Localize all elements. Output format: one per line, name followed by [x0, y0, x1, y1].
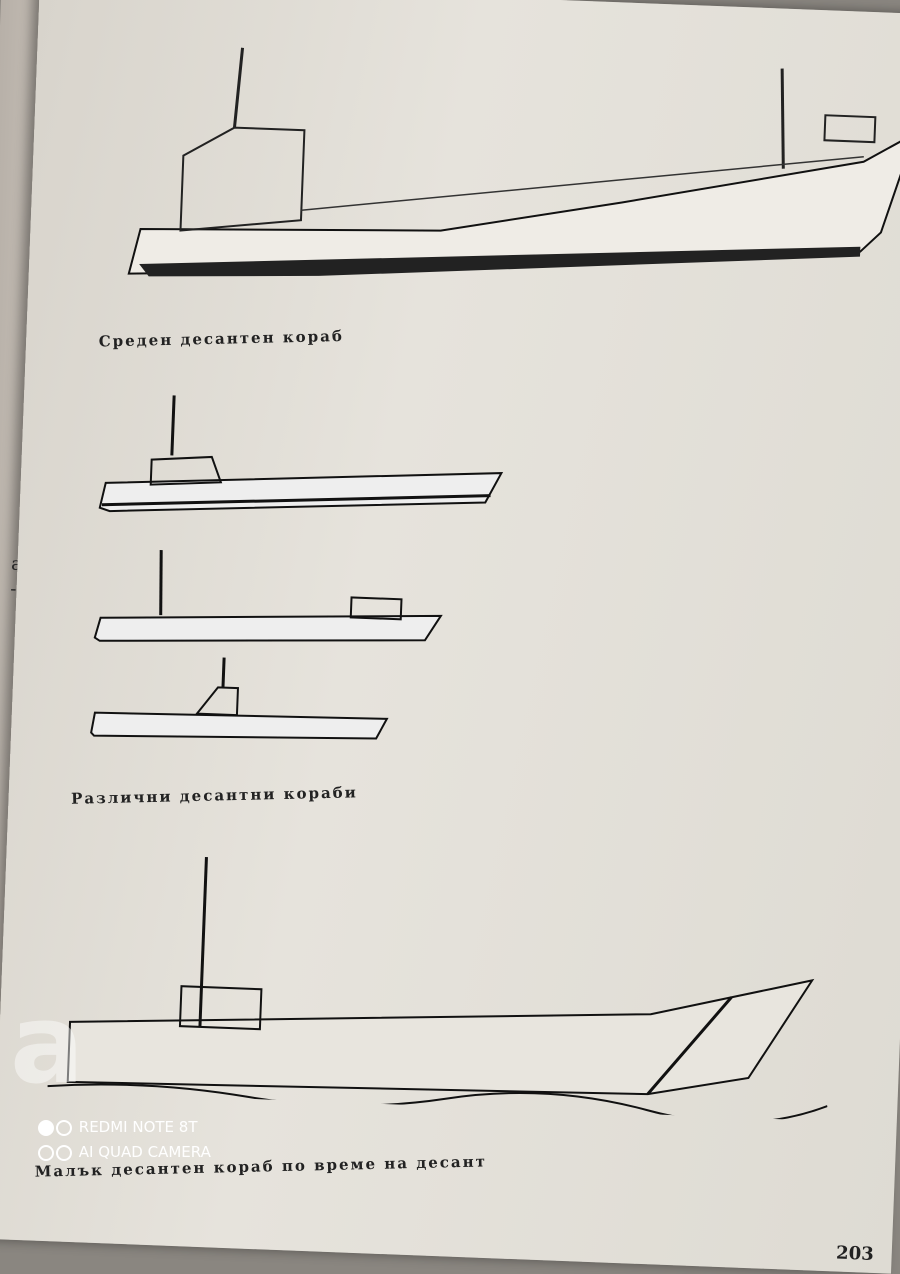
- medium-landing-ship-illustration: [127, 47, 900, 277]
- page-number: 203: [835, 1242, 875, 1265]
- camera-label-watermark: AI QUAD CAMERA: [38, 1143, 211, 1161]
- figure-caption: Среден десантен кораб: [98, 326, 345, 351]
- camera-model: REDMI NOTE 8T: [78, 1118, 198, 1136]
- landing-ship-illustration-3: [90, 657, 389, 740]
- auction-watermark-logo: a: [10, 980, 85, 1108]
- camera-model-watermark: REDMI NOTE 8T: [38, 1118, 198, 1136]
- camera-label: AI QUAD CAMERA: [78, 1143, 211, 1161]
- small-landing-ship-illustration: [47, 856, 828, 1122]
- figure-caption: Различни десантни кораби: [70, 783, 359, 808]
- landing-ship-illustration-1: [98, 395, 504, 513]
- landing-ship-illustration-2: [93, 550, 443, 642]
